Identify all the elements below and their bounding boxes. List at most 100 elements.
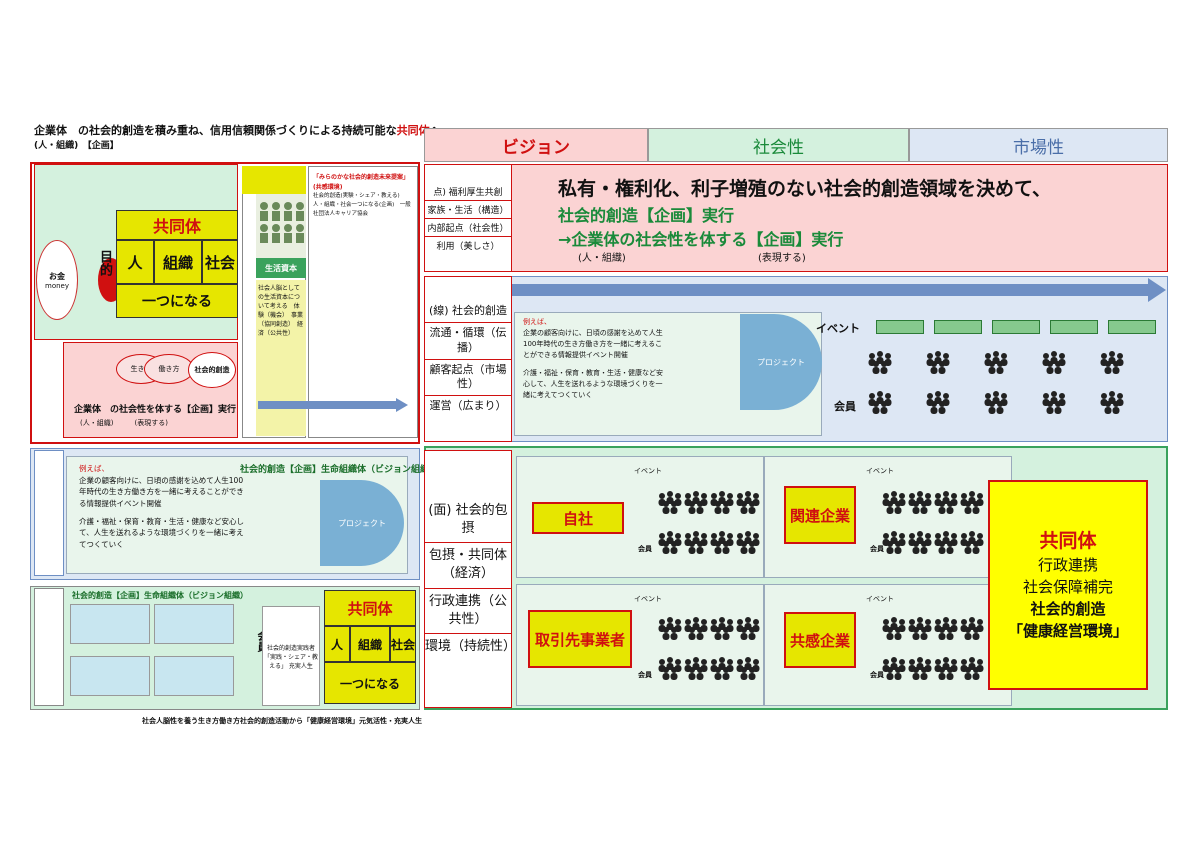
event-rect: [934, 320, 982, 334]
person-group-icon: [934, 531, 958, 554]
vision-list-item: 家族・生活（構造）: [425, 201, 511, 219]
right-panel: 「みらのかな社会的創造未来提案」(共感環境) 社会的創造(実験・シェア・教える)…: [308, 166, 418, 438]
crowd-icon: [658, 617, 760, 680]
surface-left-title: 社会的創造【企画】生命組織体（ビジョン組織）: [240, 465, 439, 475]
vision-line-3: →企業体の社会性を体する【企画】実行: [558, 230, 844, 249]
person-group-icon: [882, 531, 906, 554]
seikatsu-label: 生活資本: [256, 258, 306, 278]
tab-market: 市場性: [909, 128, 1168, 162]
pink-text: 企業体 の社会性を体する【企画】実行: [74, 405, 237, 415]
quadrant-related: [764, 456, 1012, 578]
q3-member: 会員: [638, 671, 652, 679]
line-list-item: 運営（広まり）: [429, 399, 507, 413]
person-group-icon: [984, 351, 1008, 374]
line-event-label: イベント: [816, 322, 860, 335]
surface-list-item: 包摂・共同体（経済）: [425, 543, 511, 589]
mini-diagram: [154, 656, 234, 696]
event-rect: [876, 320, 924, 334]
people-image: [256, 194, 306, 258]
page-title: 企業体 の社会的創造を積み重ね、信用信頼関係づくりによる持続可能な共同体へ: [34, 124, 441, 137]
surface-list-item: (面) 社会的包摂: [425, 498, 511, 544]
practitioner-card: 社会的創造実践者 「実践・シェア・教える」 充実人生: [262, 606, 320, 706]
cell2-hito: 人: [324, 626, 350, 662]
surface-box-text1: 企業の顧客向けに、日頃の感謝を込めて人生100年時代の生き方働き方を一緒に考える…: [79, 475, 244, 508]
venn-hatarakikata: 働き方: [144, 354, 194, 384]
page-subtitle: (人・組織) 【企画】: [34, 141, 119, 151]
people-icon: [260, 202, 304, 243]
surface-box-head: 例えば、: [79, 464, 109, 473]
tag-jisha: 自社: [532, 502, 624, 534]
money-en-label: money: [45, 281, 69, 290]
tab-social: 社会性: [648, 128, 909, 162]
vision-panel: [424, 164, 1168, 272]
line-project-shape: プロジェクト: [740, 314, 822, 410]
summary-line-3: 社会的創造: [1030, 599, 1106, 618]
person-group-icon: [736, 531, 760, 554]
left-pink-list: [34, 342, 64, 438]
tag-kanren: 関連企業: [784, 486, 856, 544]
mini-diagram: [70, 604, 150, 644]
arrow-right-icon: [258, 398, 408, 412]
line-box-text2: 介護・福祉・保育・教育・生活・健康など安心して、人生を送れるような環境づくりを一…: [523, 369, 663, 400]
cell-soshiki: 組織: [154, 240, 202, 284]
line-list: (線) 社会的創造 流通・循環（伝播） 顧客起点（市場性） 運営（広まり）: [424, 276, 512, 442]
person-group-icon: [934, 617, 958, 640]
person-group-icon: [960, 617, 984, 640]
person-group-icon: [684, 617, 708, 640]
event-rect: [1108, 320, 1156, 334]
footer-note: 社会人脳性を養う生き方働き方社会的創造活動から「健康経営環境」元気活性・充実人生: [142, 717, 422, 725]
person-group-icon: [710, 657, 734, 680]
vision-list: 点) 福利厚生共創 家族・生活（構造） 内部起点（社会性） 利用（美しさ）: [424, 164, 512, 272]
person-group-icon: [882, 491, 906, 514]
person-group-icon: [684, 531, 708, 554]
cell-hito: 人: [116, 240, 154, 284]
crowd-icon: [868, 351, 1124, 414]
person-group-icon: [658, 617, 682, 640]
surface-right-list: (面) 社会的包摂 包摂・共同体（経済） 行政連携（公共性） 環境（持続性）: [424, 450, 516, 708]
surface-list-item: 行政連携（公共性）: [425, 589, 511, 634]
person-group-icon: [710, 531, 734, 554]
middle-panel-header: [242, 166, 306, 194]
q1-member: 会員: [638, 545, 652, 553]
q4-member: 会員: [870, 671, 884, 679]
person-group-icon: [882, 657, 906, 680]
crowd-icon: [658, 491, 760, 554]
person-group-icon: [710, 491, 734, 514]
mini-diagram: [154, 604, 234, 644]
person-group-icon: [868, 391, 892, 414]
person-group-icon: [934, 657, 958, 680]
surface-left2-title: 社会的創造【企画】生命組織体（ビジョン組織）: [72, 591, 248, 600]
person-group-icon: [908, 531, 932, 554]
vision-line-4: (人・組織): [578, 253, 626, 264]
person-group-icon: [736, 657, 760, 680]
q1-event: イベント: [634, 467, 662, 475]
surface-left-list: [34, 450, 64, 576]
line-list-item: 流通・循環（伝播）: [425, 323, 511, 360]
person-group-icon: [882, 617, 906, 640]
crowd-icon: [882, 617, 984, 680]
surface-box-text2: 介護・福祉・保育・教育・生活・健康など安心して、人生を送れるような環境づくりを一…: [79, 516, 244, 549]
person-group-icon: [984, 391, 1008, 414]
tag-torihiki: 取引先事業者: [528, 610, 632, 668]
mini-diagram: [70, 656, 150, 696]
cell-hitotsu: 一つになる: [116, 284, 238, 318]
line-list-item: (線) 社会的創造: [425, 301, 511, 323]
vision-list-item: 内部起点（社会性）: [425, 219, 511, 237]
cell2-hitotsu: 一つになる: [324, 662, 416, 704]
summary-line-4: 「健康経営環境」: [1007, 621, 1128, 640]
line-member-label: 会員: [834, 400, 856, 413]
money-label: お金: [49, 271, 65, 281]
line-box-text: 企業の顧客向けに、日頃の感謝を込めて人生100年時代の生き方働き方を一緒に考える…: [523, 328, 663, 359]
event-rect: [992, 320, 1040, 334]
line-list-item: 顧客起点（市場性）: [425, 360, 511, 397]
big-arrow-right-icon: [512, 278, 1166, 302]
tab-vision: ビジョン: [424, 128, 648, 162]
summary-line-2: 社会保障補完: [1022, 578, 1113, 597]
q3-event: イベント: [634, 595, 662, 603]
cell-shakai: 社会: [202, 240, 238, 284]
person-group-icon: [908, 617, 932, 640]
person-group-icon: [1100, 351, 1124, 374]
person-group-icon: [960, 657, 984, 680]
purpose-label: 目的: [97, 250, 112, 276]
person-group-icon: [658, 491, 682, 514]
